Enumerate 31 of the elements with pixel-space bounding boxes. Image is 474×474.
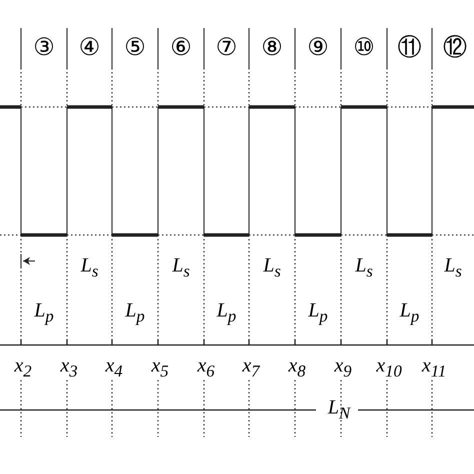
segment-label: L$_{p}$ <box>216 300 236 326</box>
segment-label: L$_{p}$ <box>34 300 54 326</box>
segment-label: L$_{s}$ <box>355 256 373 280</box>
segment-label: L$_{s}$ <box>263 256 281 280</box>
circled-number: ⑪ <box>398 35 422 59</box>
length-label: L$_{N}$ <box>328 398 350 422</box>
circled-number: ⑧ <box>261 35 283 59</box>
position-label: x$_{9}$ <box>334 356 352 380</box>
position-label: x$_{3}$ <box>60 356 78 380</box>
circled-number: ⑦ <box>216 35 238 59</box>
segment-label: L$_{p}$ <box>125 300 145 326</box>
circled-number: ⑫ <box>443 35 467 59</box>
position-label: x$_{2}$ <box>14 356 32 380</box>
segment-label: L$_{p}$ <box>400 300 420 326</box>
position-label: x$_{10}$ <box>376 356 402 380</box>
segment-label: L$_{s}$ <box>444 256 462 280</box>
circled-number: ⑥ <box>170 35 192 59</box>
segment-label: L$_{s}$ <box>172 256 190 280</box>
circled-number: ⑩ <box>353 35 375 59</box>
position-label: x$_{11}$ <box>422 356 446 380</box>
segment-label: L$_{p}$ <box>308 300 328 326</box>
position-label: x$_{8}$ <box>288 356 306 380</box>
circled-number: ④ <box>78 35 100 59</box>
circled-number: ③ <box>33 35 55 59</box>
circled-number: ⑤ <box>124 35 146 59</box>
circled-number: ⑨ <box>307 35 329 59</box>
position-label: x$_{6}$ <box>197 356 215 380</box>
position-label: x$_{4}$ <box>105 356 123 380</box>
position-label: x$_{7}$ <box>242 356 260 380</box>
position-label: x$_{5}$ <box>151 356 169 380</box>
segment-label: L$_{s}$ <box>80 256 98 280</box>
